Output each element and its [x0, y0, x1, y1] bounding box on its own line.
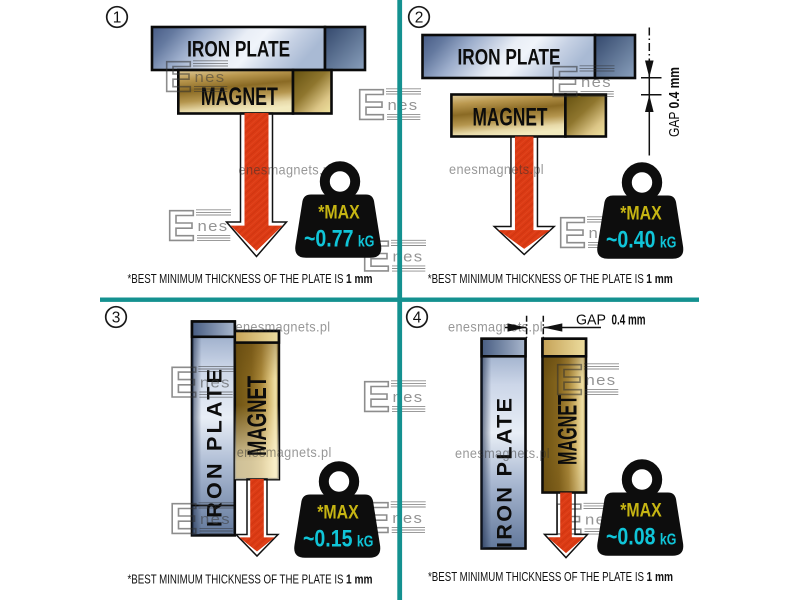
- svg-text:enesmagnets.pl: enesmagnets.pl: [237, 445, 332, 460]
- svg-text:*MAX: *MAX: [318, 202, 360, 223]
- svg-text:*MAX: *MAX: [620, 500, 662, 521]
- svg-text:1 mm: 1 mm: [346, 271, 373, 286]
- svg-text:kG: kG: [660, 235, 677, 252]
- svg-text:1 mm: 1 mm: [646, 271, 673, 286]
- svg-text:IRON PLATE: IRON PLATE: [187, 37, 290, 62]
- svg-text:1 mm: 1 mm: [346, 572, 373, 587]
- svg-text:*MAX: *MAX: [620, 203, 662, 224]
- svg-text:~0.08: ~0.08: [606, 524, 656, 551]
- svg-text:1 mm: 1 mm: [647, 569, 674, 584]
- svg-text:kG: kG: [358, 234, 375, 251]
- svg-text:enesmagnets.pl: enesmagnets.pl: [449, 162, 544, 177]
- svg-text:~0.40: ~0.40: [606, 227, 656, 254]
- svg-text:*BEST MINIMUM THICKNESS OF THE: *BEST MINIMUM THICKNESS OF THE PLATE IS: [128, 271, 344, 286]
- svg-text:IRON PLATE: IRON PLATE: [458, 45, 561, 70]
- svg-text:*MAX: *MAX: [317, 502, 359, 523]
- svg-text:enesmagnets.pl: enesmagnets.pl: [236, 320, 331, 335]
- svg-text:enesmagnets.pl: enesmagnets.pl: [448, 320, 543, 335]
- svg-text:MAGNET: MAGNET: [242, 376, 272, 456]
- svg-text:enesmagnets.pl: enesmagnets.pl: [239, 163, 334, 178]
- svg-text:kG: kG: [660, 532, 677, 549]
- svg-text:*BEST MINIMUM THICKNESS OF THE: *BEST MINIMUM THICKNESS OF THE PLATE IS: [128, 572, 344, 587]
- svg-text:~0.77: ~0.77: [304, 226, 354, 253]
- svg-text:GAP 0.4 mm: GAP 0.4 mm: [667, 67, 683, 137]
- svg-text:IRON PLATE: IRON PLATE: [202, 369, 226, 527]
- svg-text:3: 3: [112, 310, 121, 327]
- svg-text:0.4 mm: 0.4 mm: [612, 313, 646, 329]
- svg-text:MAGNET: MAGNET: [201, 83, 278, 111]
- svg-text:*BEST MINIMUM THICKNESS OF THE: *BEST MINIMUM THICKNESS OF THE PLATE IS: [428, 271, 644, 286]
- svg-text:*BEST MINIMUM THICKNESS OF THE: *BEST MINIMUM THICKNESS OF THE PLATE IS: [428, 569, 644, 584]
- svg-text:1: 1: [113, 10, 122, 27]
- svg-text:enesmagnets.pl: enesmagnets.pl: [455, 446, 550, 461]
- svg-text:4: 4: [413, 310, 422, 327]
- svg-text:2: 2: [415, 10, 424, 27]
- svg-text:MAGNET: MAGNET: [553, 395, 583, 465]
- svg-text:MAGNET: MAGNET: [473, 104, 548, 132]
- svg-text:IRON PLATE: IRON PLATE: [493, 398, 517, 548]
- svg-text:kG: kG: [357, 534, 374, 551]
- svg-text:GAP: GAP: [576, 313, 606, 329]
- svg-text:~0.15: ~0.15: [303, 526, 353, 553]
